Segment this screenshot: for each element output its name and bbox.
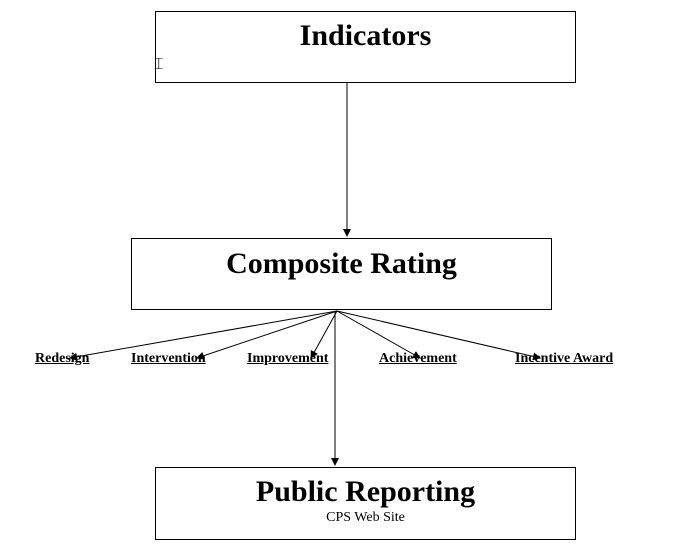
outcome-redesign: Redesign	[35, 351, 90, 366]
outcome-intervention: Intervention	[131, 351, 206, 366]
edge-composite-to-incentive-award	[336, 310, 541, 361]
node-public-reporting: Public Reporting CPS Web Site	[155, 467, 576, 540]
edge-composite-to-improvement	[310, 310, 338, 359]
edge-composite-to-intervention	[196, 310, 338, 360]
edge-composite-to-achievement	[336, 310, 421, 359]
node-public-reporting-title: Public Reporting	[255, 475, 476, 508]
text-cursor-icon: ⌶	[154, 54, 164, 73]
node-composite-rating: Composite Rating	[131, 238, 552, 310]
edge-composite-to-redesign	[69, 310, 338, 361]
node-public-reporting-subtitle: CPS Web Site	[326, 510, 405, 525]
outcome-improvement: Improvement	[247, 351, 329, 366]
node-indicators-title: Indicators	[299, 19, 432, 52]
node-indicators: Indicators	[155, 11, 576, 83]
node-composite-rating-title: Composite Rating	[226, 247, 457, 280]
outcome-incentive-award: Incentive Award	[515, 351, 614, 366]
outcome-achievement: Achievement	[379, 351, 457, 366]
